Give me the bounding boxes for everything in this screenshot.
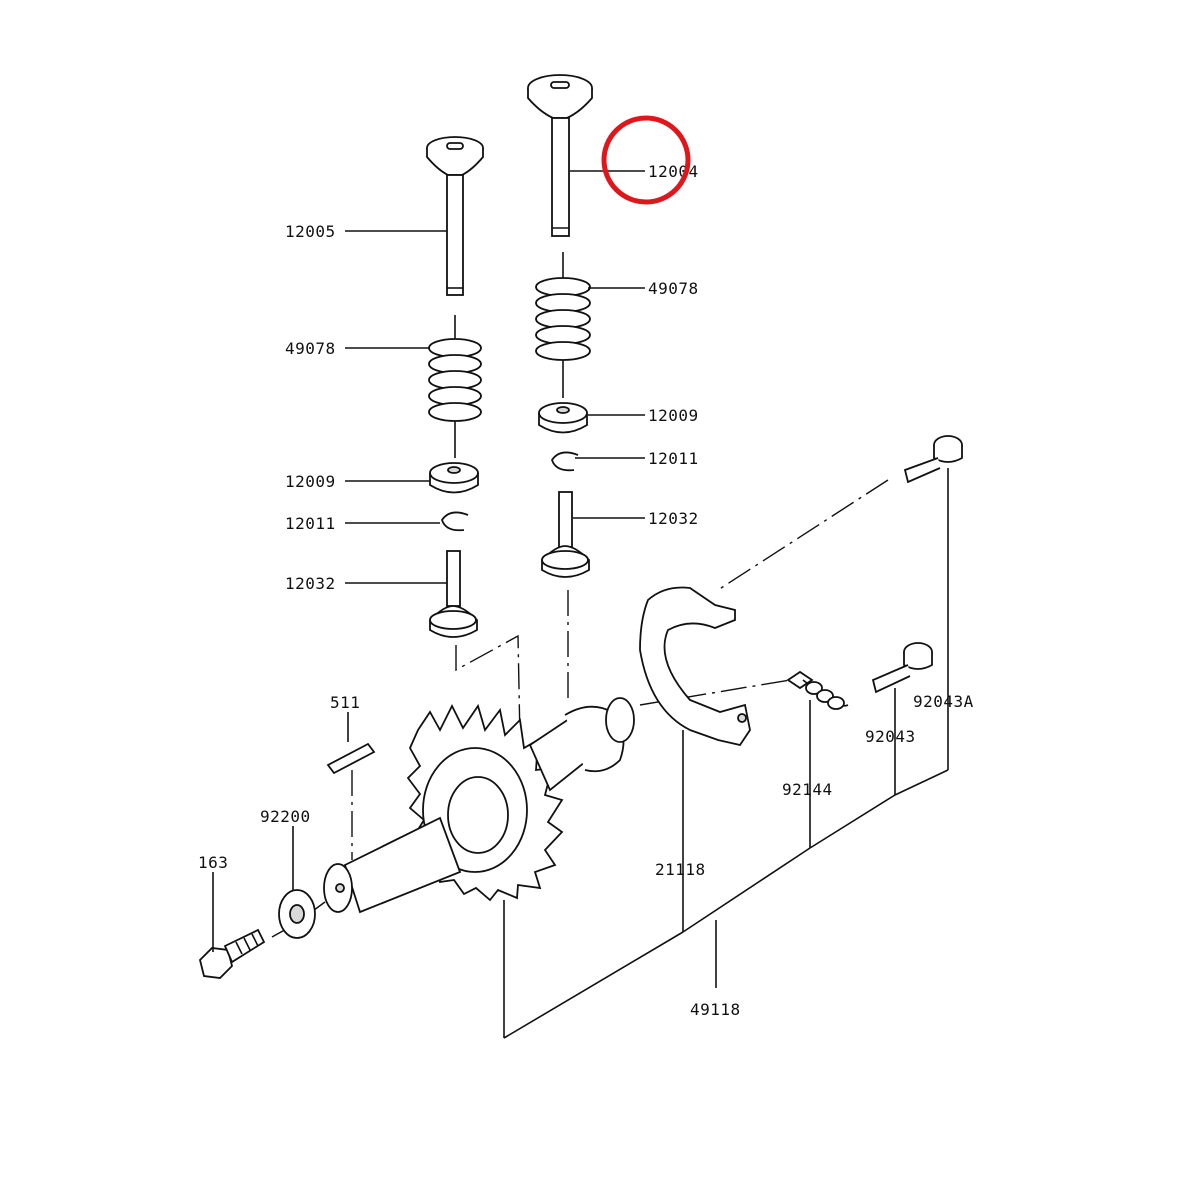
label-key: 511 bbox=[330, 693, 360, 712]
label-tappet-right: 12032 bbox=[648, 509, 699, 528]
label-retainer-right: 12009 bbox=[648, 406, 699, 425]
valve-keeper-left bbox=[441, 511, 469, 532]
highlight-circle bbox=[601, 115, 691, 205]
label-valve-intake: 12005 bbox=[285, 222, 336, 241]
label-camshaft-assembly: 49118 bbox=[690, 1000, 741, 1019]
tappet-left bbox=[429, 550, 478, 638]
label-keeper-left: 12011 bbox=[285, 514, 336, 533]
valve-spring-left bbox=[428, 315, 482, 458]
label-spring-left: 49078 bbox=[285, 339, 336, 358]
washer bbox=[278, 889, 316, 939]
bolt bbox=[199, 928, 266, 979]
label-spring-right: 49078 bbox=[648, 279, 699, 298]
label-valve-exhaust: 12004 bbox=[648, 162, 699, 181]
intake-valve bbox=[426, 136, 484, 296]
label-tappet-left: 12032 bbox=[285, 574, 336, 593]
label-bolt: 163 bbox=[198, 853, 228, 872]
key bbox=[326, 742, 376, 775]
valve-keeper-right bbox=[551, 451, 579, 472]
valve-spring-right bbox=[535, 252, 591, 398]
small-spring bbox=[786, 670, 849, 710]
label-small-spring: 92144 bbox=[782, 780, 833, 799]
exhaust-valve bbox=[527, 74, 593, 237]
pin-92043a bbox=[903, 435, 963, 484]
label-keeper-right: 12011 bbox=[648, 449, 699, 468]
label-pin-92043a: 92043A bbox=[913, 692, 974, 711]
compression-release-weight bbox=[639, 586, 751, 747]
label-release-weight: 21118 bbox=[655, 860, 706, 879]
pin-92043 bbox=[871, 642, 933, 694]
spring-retainer-left bbox=[429, 462, 479, 494]
label-washer: 92200 bbox=[260, 807, 311, 826]
label-retainer-left: 12009 bbox=[285, 472, 336, 491]
label-pin-92043: 92043 bbox=[865, 727, 916, 746]
tappet-right bbox=[541, 491, 590, 578]
camshaft-assembly bbox=[323, 697, 635, 914]
spring-retainer-right bbox=[538, 402, 588, 434]
